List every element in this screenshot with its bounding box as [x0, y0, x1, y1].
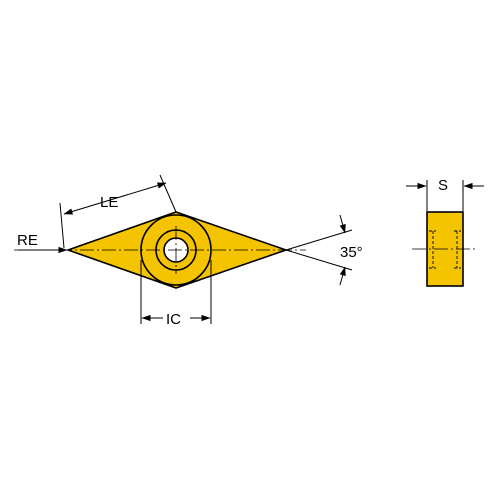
s-dimension: S: [406, 177, 484, 211]
ic-dimension: IC: [140, 260, 212, 328]
ic-label: IC: [166, 311, 181, 328]
angle-dimension: 35°: [285, 214, 363, 286]
re-label: RE: [17, 232, 38, 249]
s-label: S: [438, 177, 448, 194]
insert-side-view: [412, 211, 477, 287]
le-dimension: LE: [59, 174, 177, 249]
angle-label: 35°: [340, 244, 363, 261]
re-dimension: RE: [17, 232, 68, 254]
le-label: LE: [100, 194, 118, 211]
